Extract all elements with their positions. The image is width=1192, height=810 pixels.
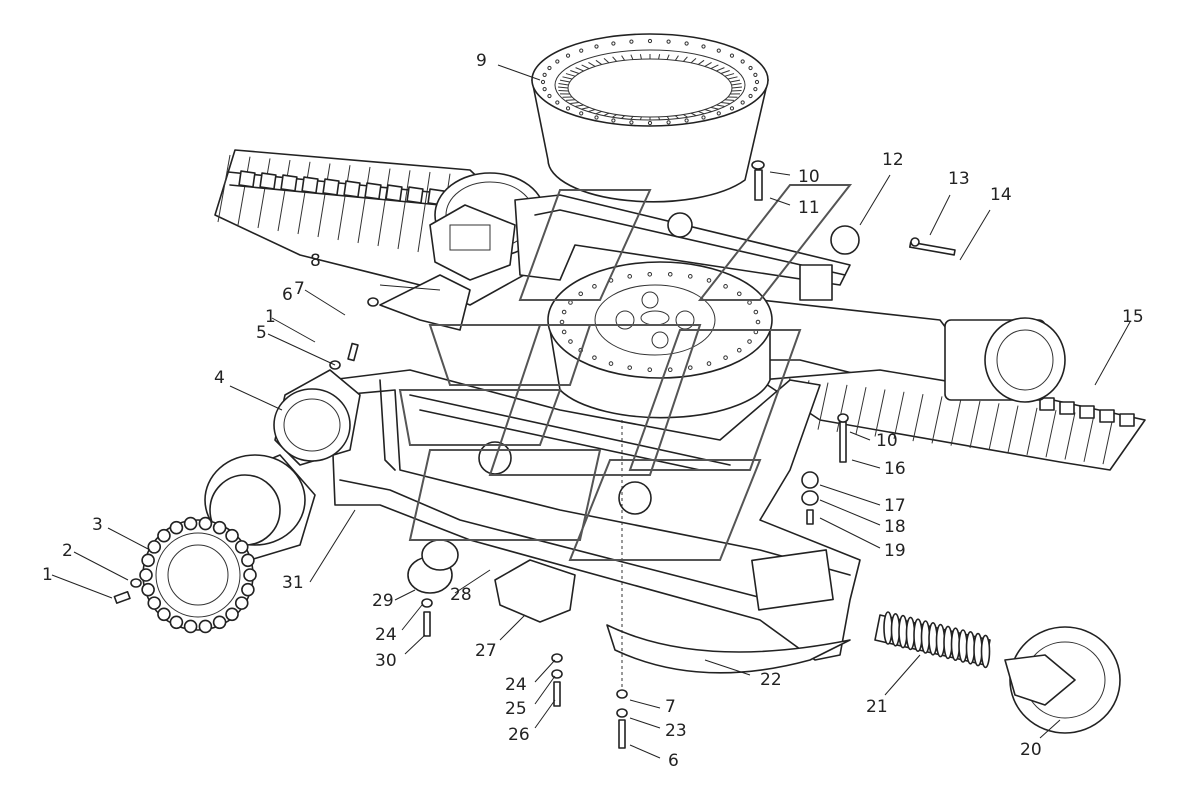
- callout-6: 6: [282, 285, 293, 305]
- callout-12: 12: [882, 150, 904, 170]
- callout-labels: 9 10 11 12 13 14 8 7 6 1 5 4 15 10 16 17…: [42, 51, 1144, 771]
- bolt-and-washer: [113, 578, 142, 604]
- callout-1b: 1: [42, 565, 53, 585]
- track-chain-right: [759, 369, 1146, 471]
- main-track-frame: [329, 369, 861, 661]
- callout-31: 31: [282, 573, 304, 593]
- guard-plates: [379, 274, 851, 674]
- callout-19: 19: [884, 541, 906, 561]
- callout-30: 30: [375, 651, 397, 671]
- watermark-logo: [398, 184, 853, 561]
- callout-17: 17: [884, 496, 906, 516]
- callout-18: 18: [884, 517, 906, 537]
- leader-lines: [51, 64, 1131, 759]
- callout-26: 26: [508, 725, 530, 745]
- callout-4: 4: [214, 368, 225, 388]
- front-idler: [1004, 626, 1121, 734]
- recoil-spring: [874, 611, 991, 669]
- callout-1: 1: [265, 307, 276, 327]
- callout-9: 9: [476, 51, 487, 71]
- callout-28: 28: [450, 585, 472, 605]
- idler-wheel-right: [944, 317, 1066, 403]
- callout-13: 13: [948, 169, 970, 189]
- drive-sprocket: [139, 516, 257, 634]
- callout-23: 23: [665, 721, 687, 741]
- callout-15: 15: [1122, 307, 1144, 327]
- callout-21: 21: [866, 697, 888, 717]
- callout-11: 11: [798, 198, 820, 218]
- slewing-ring-bearing: [531, 33, 769, 203]
- callout-27: 27: [475, 641, 497, 661]
- callout-24: 24: [375, 625, 397, 645]
- callout-25: 25: [505, 699, 527, 719]
- callout-22: 22: [760, 670, 782, 690]
- callout-14: 14: [990, 185, 1012, 205]
- callout-10b: 10: [876, 431, 898, 451]
- center-turntable: [547, 261, 773, 419]
- callout-7: 7: [294, 279, 305, 299]
- callout-8: 8: [310, 251, 321, 271]
- callout-6b: 6: [668, 751, 679, 771]
- callout-7b: 7: [665, 697, 676, 717]
- callout-20: 20: [1020, 740, 1042, 760]
- callout-2: 2: [62, 541, 73, 561]
- fasteners: [329, 160, 956, 749]
- callout-5: 5: [256, 323, 267, 343]
- callout-3: 3: [92, 515, 103, 535]
- callout-24b: 24: [505, 675, 527, 695]
- travel-motor-housing: [273, 369, 361, 466]
- travel-motor: [204, 454, 316, 561]
- callout-29: 29: [372, 591, 394, 611]
- callout-10: 10: [798, 167, 820, 187]
- callout-16: 16: [884, 459, 906, 479]
